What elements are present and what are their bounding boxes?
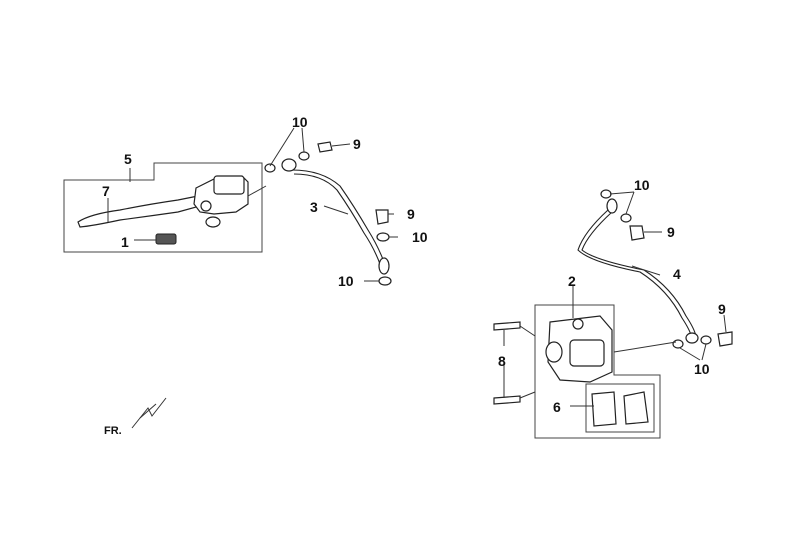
brake-switch (155, 233, 177, 245)
callout-3: 3 (310, 199, 318, 215)
brake-pad-a (591, 391, 617, 427)
callout-6: 6 (553, 399, 561, 415)
callout-10-d: 10 (634, 177, 650, 193)
caliper-group-box (534, 304, 661, 439)
front-arrow-icon (131, 397, 167, 429)
brake-hose-left (291, 169, 385, 263)
washer-10b (298, 151, 310, 161)
callout-10-a: 10 (292, 114, 308, 130)
hose-fitting-top (606, 198, 618, 214)
banjo-fitting-bottom (378, 257, 390, 275)
banjo-lead (247, 185, 267, 197)
master-cylinder-group-box (63, 162, 263, 253)
caliper-bolt-bottom (493, 395, 521, 405)
reservoir-cap (213, 175, 245, 195)
callout-7: 7 (102, 183, 110, 199)
brake-hose-right (577, 209, 693, 339)
callout-1: 1 (121, 234, 129, 250)
bolt-9c (629, 225, 645, 241)
washer-10g (672, 339, 684, 349)
callout-10-c: 10 (338, 273, 354, 289)
pad-box (585, 383, 655, 433)
leader-lines (107, 127, 727, 407)
washer-10c (376, 232, 390, 242)
callout-9-a: 9 (353, 136, 361, 152)
callout-5: 5 (124, 151, 132, 167)
mirror-mount (205, 216, 221, 228)
front-arrow-shaft (139, 403, 157, 419)
callout-10-b: 10 (412, 229, 428, 245)
callout-8: 8 (498, 353, 506, 369)
bolt-9d (717, 331, 733, 347)
brake-lever (77, 195, 201, 228)
brake-pad-b (623, 391, 649, 425)
washer-10d (378, 276, 392, 286)
callout-9-d: 9 (718, 301, 726, 317)
caliper-half (569, 339, 605, 367)
lever-pivot (200, 200, 212, 212)
banjo-fitting-top (281, 158, 297, 172)
callout-9-c: 9 (667, 224, 675, 240)
callout-9-b: 9 (407, 206, 415, 222)
callout-2: 2 (568, 273, 576, 289)
washer-10a (264, 163, 276, 173)
washer-10f (620, 213, 632, 223)
caliper-piston (545, 341, 563, 363)
hose-fitting-bottom (685, 332, 699, 344)
bolt-9b (375, 209, 389, 225)
front-direction-label: FR. (104, 425, 122, 437)
caliper-bolt-top (493, 321, 521, 331)
caliper-bleed (572, 318, 584, 330)
callout-10-e: 10 (694, 361, 710, 377)
washer-10h (700, 335, 712, 345)
washer-10e (600, 189, 612, 199)
bolt-9a (317, 141, 333, 153)
callout-4: 4 (673, 266, 681, 282)
